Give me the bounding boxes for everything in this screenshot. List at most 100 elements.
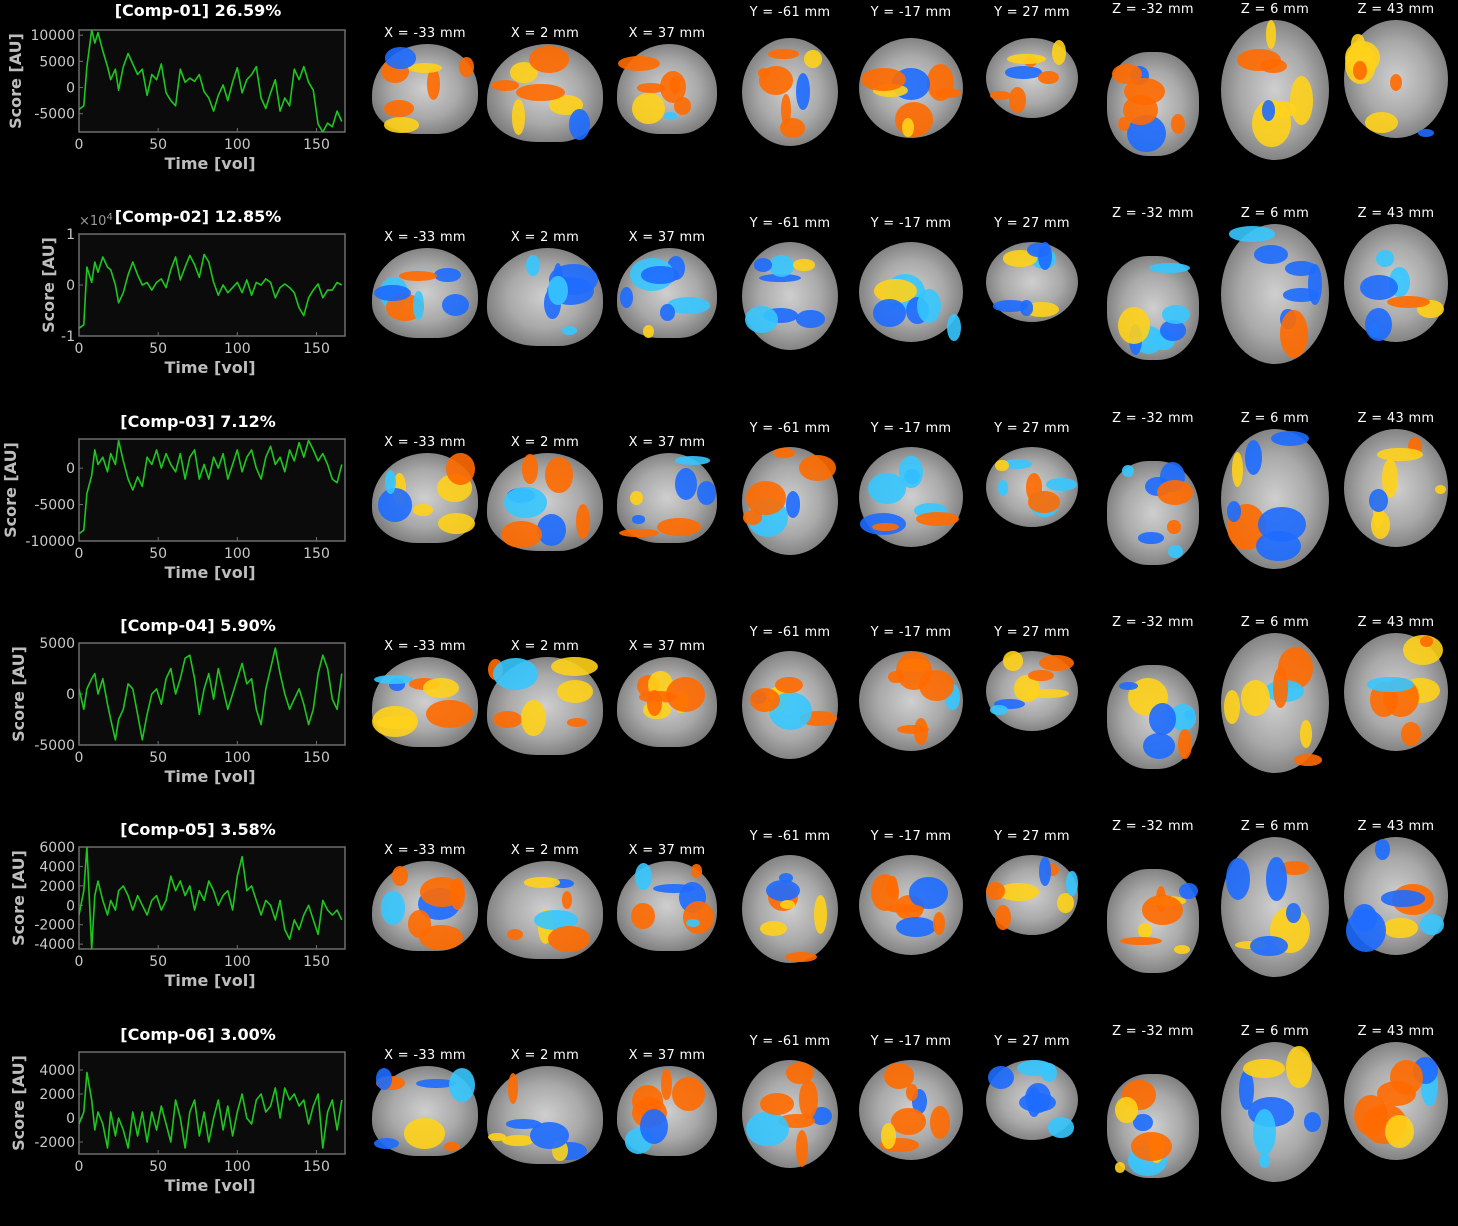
y-axis-label: Score [AU] bbox=[1, 442, 20, 538]
y-tick-label: -1 bbox=[61, 329, 75, 345]
activation-blob bbox=[1420, 636, 1434, 647]
x-tick-label: 100 bbox=[224, 341, 251, 357]
activation-blob bbox=[523, 876, 560, 888]
slice-label: X = 37 mm bbox=[628, 434, 706, 450]
brain-slice-image bbox=[1344, 224, 1448, 343]
activation-blob bbox=[1300, 720, 1313, 748]
activation-blob bbox=[1365, 111, 1399, 134]
y-tick-label: -5000 bbox=[34, 738, 75, 754]
x-tick-label: 50 bbox=[149, 341, 167, 357]
activation-blob bbox=[894, 101, 934, 138]
activation-blob bbox=[1351, 34, 1365, 55]
y-tick-label: -2000 bbox=[34, 1135, 75, 1151]
y-axis-label: Score [AU] bbox=[9, 850, 28, 946]
slice-label: Y = -61 mm bbox=[749, 5, 831, 20]
activation-blob bbox=[780, 117, 806, 138]
slice-label: X = -33 mm bbox=[384, 843, 466, 859]
slice-label: X = 2 mm bbox=[510, 230, 580, 246]
activation-blob bbox=[418, 924, 463, 951]
activation-blob bbox=[374, 674, 414, 685]
brain-slice-image bbox=[487, 248, 603, 347]
activation-blob bbox=[909, 877, 949, 909]
activation-blob bbox=[503, 486, 547, 518]
activation-blob bbox=[510, 62, 539, 84]
x-axis-label: Time [vol] bbox=[164, 1176, 255, 1195]
brain-slice-image bbox=[372, 1065, 478, 1156]
activation-blob bbox=[511, 99, 525, 135]
slice-label: Z = 43 mm bbox=[1357, 2, 1435, 17]
activation-blob bbox=[640, 1109, 669, 1145]
x-tick-label: 0 bbox=[75, 137, 84, 153]
activation-blob bbox=[383, 100, 414, 118]
activation-blob bbox=[1417, 129, 1435, 138]
activation-blob bbox=[528, 45, 570, 73]
activation-blob bbox=[690, 864, 702, 878]
brain-slice-image bbox=[372, 44, 478, 134]
y-tick-label: 5000 bbox=[39, 636, 75, 652]
activation-blob bbox=[1026, 242, 1050, 258]
activation-blob bbox=[1037, 70, 1060, 85]
x-tick-label: 0 bbox=[75, 546, 84, 562]
activation-blob bbox=[1017, 1059, 1054, 1076]
activation-blob bbox=[374, 1137, 400, 1149]
activation-blob bbox=[682, 901, 715, 935]
slice-label: Z = 43 mm bbox=[1357, 410, 1435, 426]
slice-label: Y = 27 mm bbox=[994, 1033, 1070, 1049]
activation-blob bbox=[1138, 923, 1153, 938]
activation-blob bbox=[934, 87, 961, 99]
activation-blob bbox=[1389, 1059, 1423, 1095]
activation-blob bbox=[861, 67, 906, 92]
slice-label: Y = -17 mm bbox=[870, 216, 952, 232]
activation-blob bbox=[768, 48, 800, 60]
brain-slice-image bbox=[1344, 20, 1448, 138]
slice-label: Z = 6 mm bbox=[1240, 206, 1310, 222]
activation-blob bbox=[1118, 681, 1138, 690]
activation-blob bbox=[1161, 304, 1191, 324]
activation-blob bbox=[902, 118, 914, 138]
activation-blob bbox=[697, 480, 717, 505]
activation-blob bbox=[997, 479, 1009, 497]
slice-label: Z = 6 mm bbox=[1240, 410, 1310, 426]
chart-title: [Comp-05] 3.58% bbox=[120, 820, 275, 839]
chart-title: [Comp-03] 7.12% bbox=[120, 412, 275, 431]
activation-blob bbox=[641, 266, 679, 284]
activation-blob bbox=[399, 271, 438, 281]
brain-slice-image bbox=[859, 1059, 963, 1160]
brain-slice-image bbox=[372, 861, 478, 952]
activation-blob bbox=[1148, 262, 1191, 274]
activation-blob bbox=[759, 1092, 794, 1115]
activation-blob bbox=[446, 453, 476, 486]
activation-blob bbox=[760, 921, 787, 937]
activation-blob bbox=[887, 875, 898, 899]
chart-title: [Comp-01] 26.59% bbox=[115, 1, 282, 20]
activation-blob bbox=[1367, 676, 1414, 693]
slice-label: Y = -61 mm bbox=[749, 420, 831, 436]
activation-blob bbox=[895, 652, 932, 690]
activation-blob bbox=[632, 92, 666, 125]
activation-blob bbox=[378, 488, 413, 522]
activation-blob bbox=[786, 1061, 814, 1084]
activation-blob bbox=[796, 73, 811, 111]
activation-blob bbox=[426, 67, 440, 100]
activation-blob bbox=[619, 286, 633, 309]
slice-label: Z = 6 mm bbox=[1240, 614, 1310, 630]
activation-blob bbox=[1286, 1046, 1312, 1088]
activation-blob bbox=[647, 690, 663, 717]
activation-blob bbox=[1254, 245, 1288, 264]
y-tick-label: 0 bbox=[66, 278, 75, 294]
activation-blob bbox=[795, 1129, 809, 1168]
slice-label: X = -33 mm bbox=[384, 26, 466, 41]
brain-slice-image bbox=[859, 38, 963, 138]
activation-blob bbox=[521, 453, 538, 484]
activation-blob bbox=[661, 1068, 672, 1101]
slice-label: Z = -32 mm bbox=[1112, 614, 1194, 630]
activation-blob bbox=[433, 267, 461, 283]
x-tick-label: 100 bbox=[224, 546, 251, 562]
activation-blob bbox=[753, 258, 772, 272]
activation-blob bbox=[426, 699, 473, 728]
activation-blob bbox=[637, 83, 665, 93]
activation-blob bbox=[501, 521, 543, 548]
slice-label: X = 2 mm bbox=[510, 843, 580, 859]
